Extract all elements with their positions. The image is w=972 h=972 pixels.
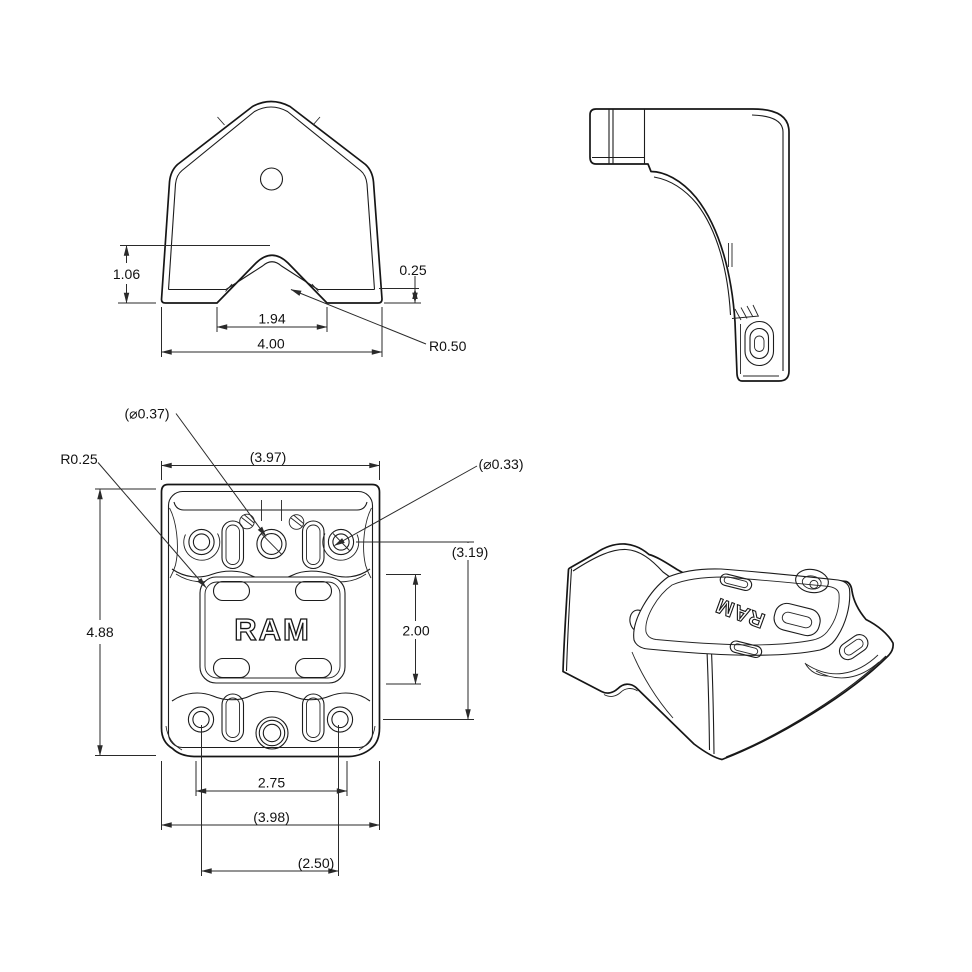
iso-plate-inner-contour bbox=[645, 576, 840, 646]
plan-thread-detail-right bbox=[288, 514, 305, 530]
plan-bottom-slot-right bbox=[301, 693, 325, 743]
plan-center-screw bbox=[256, 528, 287, 560]
front-hole bbox=[259, 167, 284, 191]
front-notch-inner bbox=[225, 261, 319, 290]
iso-mount-plate bbox=[633, 568, 851, 656]
side-rib bbox=[728, 243, 733, 267]
iso-plate-pocket bbox=[773, 602, 821, 637]
plan-plate-slot-tr bbox=[294, 580, 333, 602]
iso-plate-slot-bottom bbox=[729, 640, 763, 659]
plan-side-hole-leader bbox=[334, 465, 478, 546]
side-inner-wall bbox=[751, 114, 784, 371]
plan-bottom-right-hole bbox=[326, 706, 354, 733]
side-slot-outer bbox=[749, 327, 770, 360]
dim-plan-top-screw-dia: (⌀0.37) bbox=[124, 406, 169, 422]
plan-plate-slot-tl bbox=[212, 580, 251, 602]
front-inner-contour bbox=[167, 106, 376, 290]
plan-bottom-slot-left bbox=[221, 693, 245, 743]
iso-top-edge-inner bbox=[572, 548, 704, 602]
side-knurl-hatch bbox=[731, 304, 760, 321]
iso-counterbore-hole bbox=[795, 568, 829, 594]
plan-top-slot-left bbox=[221, 520, 245, 570]
side-bottom-lines bbox=[740, 324, 779, 377]
plan-lower-bend-line bbox=[171, 690, 371, 702]
front-view: 1.06 0.25 1.94 4.00 R0.50 bbox=[113, 100, 467, 357]
plan-inner-contour bbox=[167, 490, 374, 749]
dim-plan-hole-span: (3.19) bbox=[452, 544, 489, 560]
dim-plan-overall-height: 4.88 bbox=[86, 624, 113, 640]
front-tangent-ticks bbox=[217, 116, 321, 292]
plan-corner-radius-leader bbox=[97, 462, 207, 588]
plan-thread-detail-left bbox=[239, 513, 255, 530]
iso-flange-hole bbox=[838, 634, 869, 661]
dim-plan-base-width: (3.98) bbox=[253, 809, 290, 825]
dim-front-overall-width: 4.00 bbox=[257, 336, 284, 352]
dim-plan-lower-slot-spacing: 2.75 bbox=[258, 775, 285, 791]
side-gusset-curve bbox=[653, 176, 732, 316]
iso-left-edge-inner bbox=[565, 568, 573, 672]
plan-top-right-hole bbox=[327, 528, 355, 556]
dim-plan-plate-slot-spacing: 2.00 bbox=[402, 623, 429, 639]
iso-plate-slot-top bbox=[719, 573, 753, 592]
dim-front-flange-height: 1.06 bbox=[113, 266, 140, 282]
side-division-lines bbox=[608, 109, 646, 164]
front-outline bbox=[160, 100, 383, 304]
plan-top-slot-right bbox=[301, 520, 325, 570]
plan-top-left-hole bbox=[188, 528, 215, 556]
plan-brand-text: RAM bbox=[234, 612, 311, 647]
side-outline bbox=[589, 108, 790, 382]
plan-top-band bbox=[173, 501, 368, 511]
isometric-view: RAM bbox=[562, 543, 894, 761]
plan-diamond-plate bbox=[199, 576, 346, 684]
side-boss-outer bbox=[744, 320, 775, 367]
dim-plan-side-hole-dia: (⌀0.33) bbox=[478, 456, 523, 472]
dim-plan-lower-hole-spacing: (2.50) bbox=[298, 855, 335, 871]
side-view bbox=[589, 108, 790, 382]
dim-front-notch-radius: R0.50 bbox=[429, 338, 467, 354]
bottom-view: RAM (3.97) (⌀0.37) R0.25 (⌀0.33) (3.19) bbox=[60, 406, 524, 876]
dim-front-thickness: 0.25 bbox=[399, 262, 426, 278]
dim-plan-width-ref: (3.97) bbox=[250, 449, 287, 465]
plan-plate-slot-br bbox=[294, 657, 333, 679]
iso-flange-bottom-edge bbox=[725, 655, 887, 758]
plan-center-hole bbox=[255, 716, 289, 750]
dim-front-notch-width: 1.94 bbox=[258, 311, 285, 327]
front-radius-leader bbox=[290, 289, 427, 345]
dim-plan-corner-radius: R0.25 bbox=[60, 451, 98, 467]
side-slot-inner bbox=[754, 335, 765, 352]
plan-screw-dia-leader bbox=[175, 413, 267, 537]
plan-plate-slot-bl bbox=[212, 657, 251, 679]
